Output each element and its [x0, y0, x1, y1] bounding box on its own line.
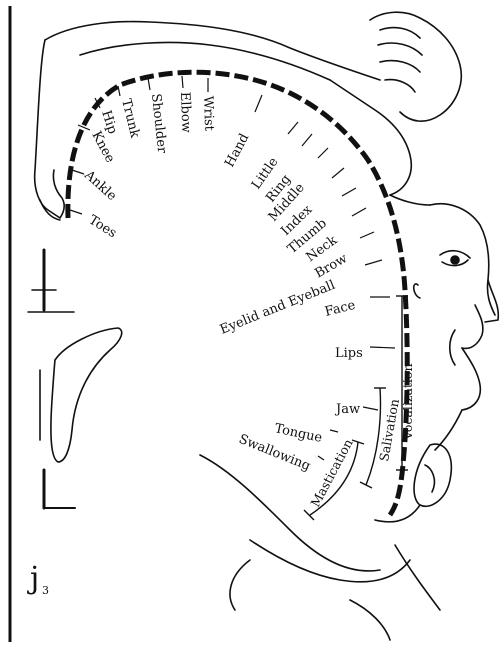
label-ankle: Ankle — [81, 167, 120, 204]
pharynx-outline — [200, 455, 380, 571]
leader-brow — [360, 232, 374, 238]
label-shoulder: Shoulder — [148, 93, 169, 155]
inset-j3-glyph: j 3 — [27, 561, 49, 597]
salivation-bracket — [366, 388, 380, 485]
ear-outline — [414, 284, 420, 298]
finger-4 — [385, 80, 415, 92]
body-part-labels: Toes Ankle Knee Hip Trunk Shoulder Elbow… — [81, 92, 363, 475]
leader-hand — [255, 95, 262, 112]
label-wrist: Wrist — [200, 96, 216, 132]
inset-loop-shape — [51, 328, 122, 462]
inset-j-letter: j — [27, 561, 39, 596]
mouth-inner — [450, 330, 455, 365]
inset-tick-mark — [28, 250, 74, 312]
thumb-outline — [390, 195, 430, 205]
leader-ring — [302, 134, 312, 146]
finger-3 — [380, 61, 420, 72]
leader-ankle — [72, 170, 84, 174]
leader-tongue — [330, 430, 338, 432]
head-outline — [430, 204, 495, 315]
label-tongue: Tongue — [273, 421, 324, 446]
leader-lips — [370, 347, 395, 348]
label-elbow: Elbow — [177, 92, 193, 133]
finger-1 — [380, 28, 420, 38]
pharynx-tail-1 — [230, 560, 250, 610]
inset-l-shape — [44, 470, 75, 508]
finger-2 — [378, 43, 422, 55]
label-trunk: Trunk — [118, 97, 142, 139]
upper-lip-outline — [462, 305, 483, 348]
label-face: Face — [323, 298, 357, 320]
homunculus-body-drawing — [35, 12, 499, 640]
leader-neck — [352, 208, 366, 216]
left-inset-marks — [28, 250, 122, 508]
lower-lip-outline — [462, 348, 480, 410]
leader-trunk — [118, 86, 120, 96]
label-hand: Hand — [222, 131, 252, 170]
label-toes: Toes — [86, 213, 119, 242]
toe-outline — [40, 200, 60, 220]
tongue-inner — [425, 465, 434, 492]
leader-thumb — [342, 188, 356, 196]
leg-foot-outline — [35, 40, 65, 218]
throat-outline — [375, 505, 420, 522]
mastication-bracket-bottom — [304, 510, 314, 520]
leader-index — [332, 168, 344, 178]
forearm-outline — [330, 80, 411, 195]
leader-elbow — [182, 76, 183, 88]
label-vocalization: Vocalization — [400, 364, 415, 442]
label-knee: Knee — [88, 129, 117, 166]
leader-middle — [318, 148, 328, 158]
leader-swallowing — [318, 456, 324, 460]
label-lips: Lips — [335, 346, 363, 361]
eye-pupil — [451, 256, 459, 264]
leader-eyelid — [365, 260, 382, 265]
leader-jaw — [363, 407, 378, 410]
leader-little — [288, 122, 298, 134]
neck-line — [395, 545, 440, 610]
label-eyelid-eyeball: Eyelid and Eyeball — [218, 278, 337, 338]
inset-subscript: 3 — [42, 584, 49, 597]
salivation-bracket-bottom — [360, 482, 372, 488]
pharynx-tail-2 — [350, 600, 390, 640]
leader-toes — [70, 210, 82, 214]
leader-shoulder — [148, 78, 150, 90]
label-jaw: Jaw — [334, 402, 360, 417]
